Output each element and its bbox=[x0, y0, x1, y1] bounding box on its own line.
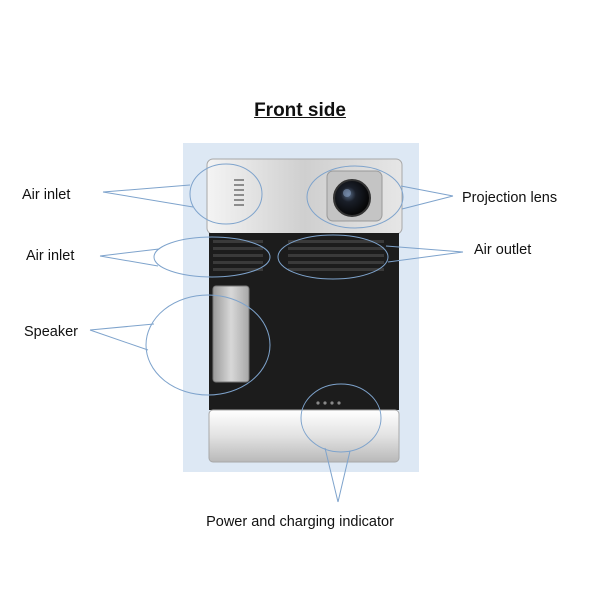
label-air-outlet: Air outlet bbox=[474, 242, 532, 258]
lens-icon bbox=[333, 179, 371, 217]
label-speaker: Speaker bbox=[24, 324, 79, 340]
right-vent-grid bbox=[288, 240, 384, 271]
callout-air-inlet-top bbox=[189, 163, 263, 225]
label-air-inlet-mid: Air inlet bbox=[26, 248, 75, 264]
indicator-dots bbox=[316, 401, 341, 405]
label-projection-lens: Projection lens bbox=[462, 190, 558, 206]
callout-air-inlet-mid bbox=[153, 236, 271, 278]
callouts bbox=[89, 163, 464, 503]
label-power-indicator: Power and charging indicator bbox=[206, 514, 394, 530]
callout-speaker bbox=[145, 294, 271, 396]
top-vent-slots bbox=[234, 179, 244, 206]
speaker-grille bbox=[212, 285, 250, 383]
diagram-title: Front side bbox=[254, 100, 346, 121]
projector-body bbox=[206, 158, 403, 463]
callout-air-outlet bbox=[277, 234, 389, 280]
callout-projection-lens bbox=[306, 165, 404, 229]
callout-power-indicator bbox=[300, 383, 382, 453]
label-air-inlet-top: Air inlet bbox=[22, 187, 71, 203]
left-vent-grid bbox=[213, 240, 263, 271]
